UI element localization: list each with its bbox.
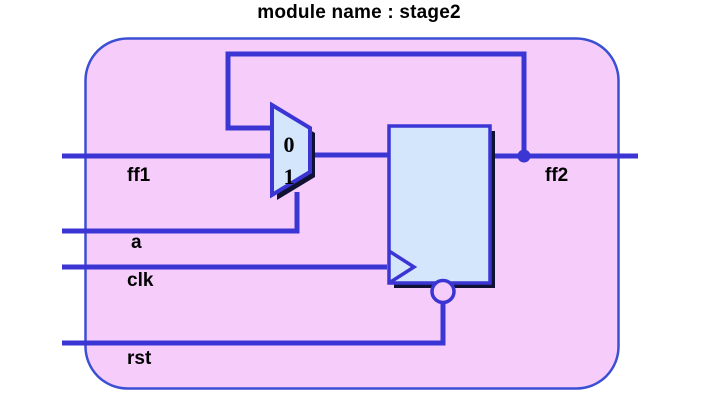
page-title: module name : stage2 — [257, 2, 461, 23]
port-label-a: a — [131, 232, 142, 253]
port-label-clk: clk — [127, 270, 154, 291]
mux-body — [270, 101, 312, 199]
wire-feedback — [225, 51, 527, 156]
mux-input-1-label: 1 — [284, 164, 295, 189]
wire-a-select — [62, 192, 300, 234]
port-label-ff1: ff1 — [127, 165, 151, 186]
wire-group — [62, 51, 638, 346]
port-label-rst: rst — [127, 348, 152, 369]
module-boundary — [84, 37, 620, 390]
clock-triangle-icon — [388, 249, 418, 285]
mux-input-0-label: 0 — [284, 132, 295, 157]
port-label-ff2: ff2 — [545, 165, 569, 186]
reset-bubble-icon — [430, 278, 456, 305]
wire-rst — [62, 302, 446, 346]
junction-dot-ff2 — [517, 149, 531, 163]
